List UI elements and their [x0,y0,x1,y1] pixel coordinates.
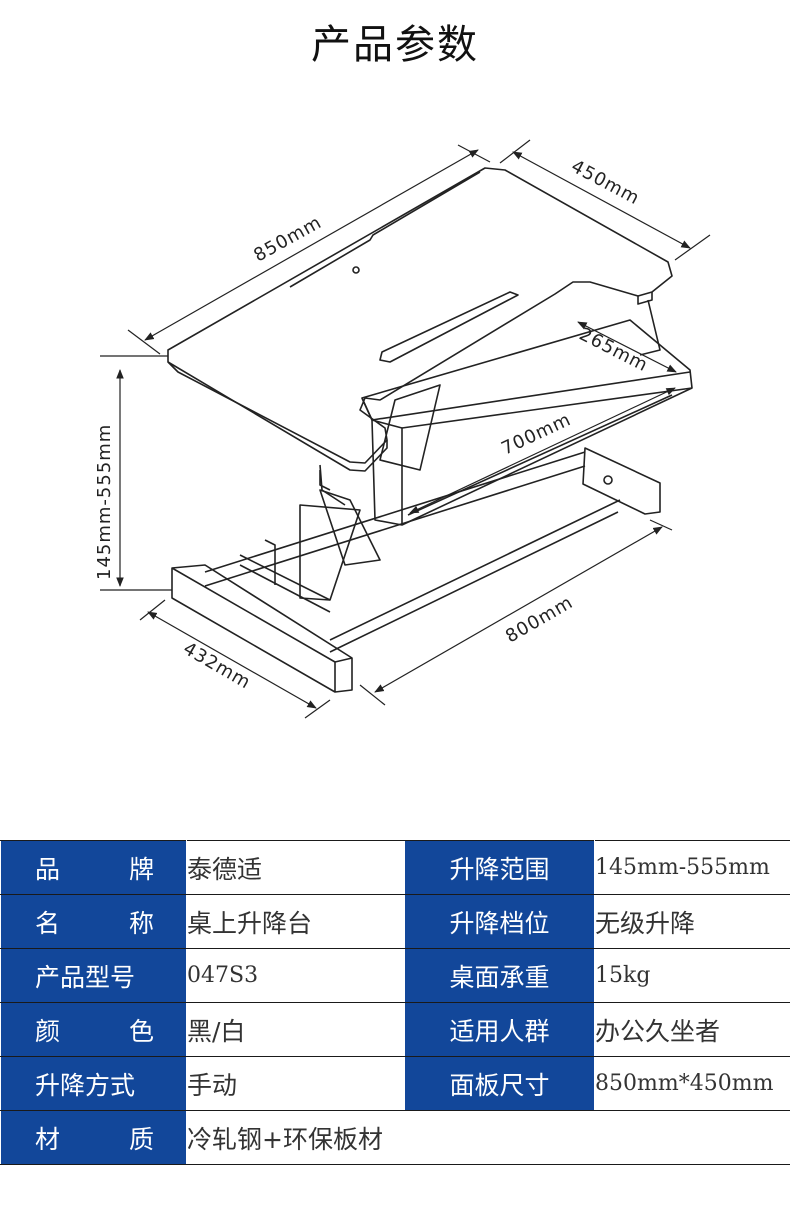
dim-depth-label: 450mm [568,156,644,209]
table-row: 品牌 泰德适 升降范围 145mm-555mm [0,840,790,895]
spec-value: 桌上升降台 [186,894,405,949]
table-row: 名称 桌上升降台 升降档位 无级升降 [0,894,790,949]
base-front-bar [171,564,353,693]
desk-top-board [167,167,673,464]
spec-value: 冷轧钢+环保板材 [186,1110,790,1165]
table-row: 颜色 黑/白 适用人群 办公久坐者 [0,1002,790,1057]
dim-base-length-label: 800mm [502,592,577,647]
base-rear-bar [582,447,661,515]
spec-key: 品牌 [0,840,187,895]
spec-key: 颜色 [0,1002,187,1057]
spec-value: 145mm-555mm [594,840,790,895]
cable-slot [379,291,519,363]
table-row: 材质 冷轧钢+环保板材 [0,1110,790,1165]
spec-value: 手动 [186,1056,405,1111]
spec-key: 材质 [0,1110,187,1165]
dim-tray-width-label: 700mm [498,409,574,459]
dim-tray-depth-label: 265mm [576,324,652,377]
table-row: 升降方式 手动 面板尺寸 850mm*450mm [0,1056,790,1111]
spec-key: 升降方式 [0,1056,187,1111]
spec-value: 黑/白 [186,1002,405,1057]
spec-key: 名称 [0,894,187,949]
page-title: 产品参数 [311,22,479,68]
spec-value: 泰德适 [186,840,405,895]
dim-height-label: 145mm-555mm [94,424,115,580]
scissor-leg-a [299,504,361,601]
spec-value: 无级升降 [594,894,790,949]
spec-value: 办公久坐者 [594,1002,790,1057]
spec-key: 升降范围 [404,840,595,895]
spec-key: 产品型号 [0,948,187,1003]
spec-key: 桌面承重 [404,948,595,1003]
spec-key: 面板尺寸 [404,1056,595,1111]
spec-key: 适用人群 [404,1002,595,1057]
spec-table: 品牌 泰德适 升降范围 145mm-555mm 名称 桌上升降台 升降档位 无级… [0,840,790,1165]
spec-key: 升降档位 [404,894,595,949]
scissor-leg-b [319,489,381,566]
spec-value: 047S3 [186,948,405,1003]
spec-value: 850mm*450mm [594,1056,790,1111]
spec-value: 15kg [594,948,790,1003]
desk-converter-diagram: 850mm 450mm 265mm 700mm 145mm-555mm 800m… [94,139,711,719]
table-row: 产品型号 047S3 桌面承重 15kg [0,948,790,1003]
